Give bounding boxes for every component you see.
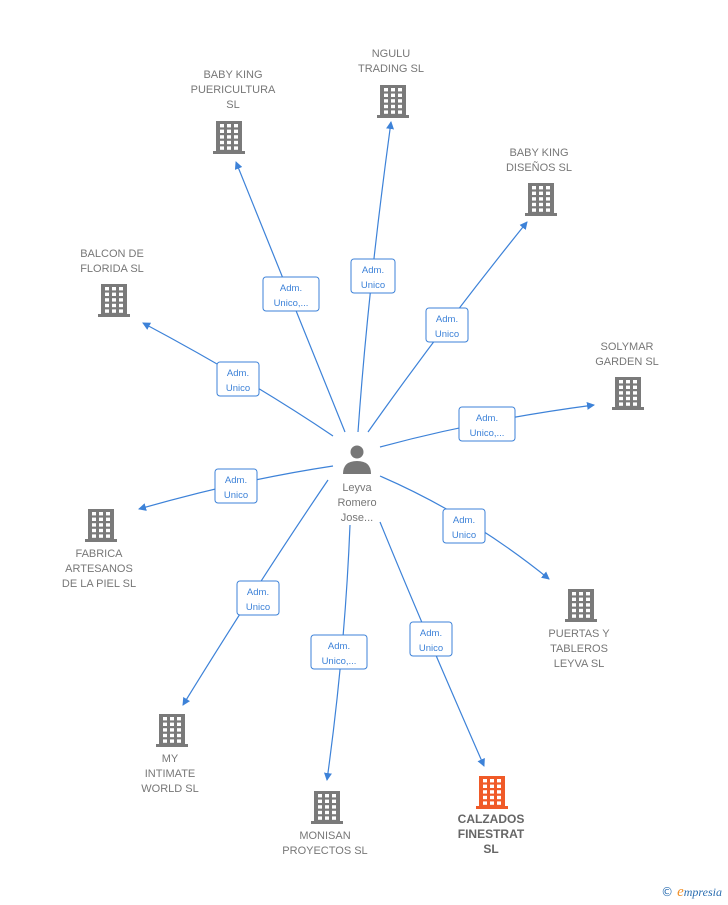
node-monisan-proyectos[interactable]: MONISAN PROYECTOS SL bbox=[282, 791, 368, 857]
node-label: PUERTAS Y bbox=[548, 628, 610, 640]
edge-label-text: Unico bbox=[419, 643, 443, 654]
edge-label-monisan-proyectos[interactable]: Adm. Unico,... bbox=[310, 634, 368, 670]
node-label: SL bbox=[483, 842, 498, 856]
node-label: NGULU bbox=[372, 48, 411, 60]
center-person-name: Romero bbox=[337, 497, 376, 509]
edge-label-my-intimate-world[interactable]: Adm. Unico bbox=[236, 580, 280, 616]
node-label: SL bbox=[226, 99, 239, 111]
node-label: FLORIDA SL bbox=[80, 263, 144, 275]
building-icon[interactable] bbox=[85, 509, 117, 542]
edge-label-text: Adm. bbox=[436, 314, 458, 325]
edge-label-text: Adm. bbox=[453, 515, 475, 526]
edge-label-text: Unico,... bbox=[322, 656, 357, 667]
node-label: DISEÑOS SL bbox=[506, 161, 572, 174]
edge-label-text: Adm. bbox=[280, 283, 302, 294]
building-icon[interactable] bbox=[98, 284, 130, 317]
edge-label-text: Unico bbox=[361, 280, 385, 291]
node-label: LEYVA SL bbox=[554, 658, 605, 670]
edge-label-text: Unico,... bbox=[274, 298, 309, 309]
node-label: BABY KING bbox=[509, 147, 568, 159]
edge-label-text: Adm. bbox=[362, 265, 384, 276]
edge-label-text: Adm. bbox=[247, 587, 269, 598]
building-icon[interactable] bbox=[377, 85, 409, 118]
node-label: TABLEROS bbox=[550, 643, 608, 655]
node-ngulu-trading[interactable]: NGULU TRADING SL bbox=[358, 48, 424, 118]
edge-label-fabrica-artesanos[interactable]: Adm. Unico bbox=[214, 468, 258, 504]
node-baby-king-disenos[interactable]: BABY KING DISEÑOS SL bbox=[506, 147, 572, 216]
edge-label-text: Adm. bbox=[225, 475, 247, 486]
edge-label-text: Unico bbox=[435, 329, 459, 340]
edge-label-text: Adm. bbox=[420, 628, 442, 639]
edge-label-text: Unico bbox=[452, 530, 476, 541]
node-label: TRADING SL bbox=[358, 63, 424, 75]
node-label: SOLYMAR bbox=[601, 341, 654, 353]
edge-label-text: Unico bbox=[226, 383, 250, 394]
node-label: BALCON DE bbox=[80, 248, 144, 260]
center-person-name: Jose... bbox=[341, 512, 373, 524]
building-icon[interactable] bbox=[525, 183, 557, 216]
building-icon[interactable] bbox=[213, 121, 245, 154]
building-icon[interactable] bbox=[156, 714, 188, 747]
node-balcon-de-florida[interactable]: BALCON DE FLORIDA SL bbox=[80, 248, 144, 317]
node-puertas-y-tableros[interactable]: PUERTAS Y TABLEROS LEYVA SL bbox=[548, 589, 610, 670]
building-icon[interactable] bbox=[612, 377, 644, 410]
edge-label-baby-king-disenos[interactable]: Adm. Unico bbox=[425, 307, 469, 343]
node-label: GARDEN SL bbox=[595, 356, 659, 368]
edge-label-text: Unico,... bbox=[470, 428, 505, 439]
edge-label-calzados-finestrat[interactable]: Adm. Unico bbox=[409, 621, 453, 657]
center-person-name: Leyva bbox=[342, 482, 372, 494]
brand-name: mpresia bbox=[683, 885, 722, 899]
copyright-symbol: © bbox=[661, 885, 674, 899]
node-label: WORLD SL bbox=[141, 783, 198, 795]
building-icon[interactable] bbox=[476, 776, 508, 809]
building-icon[interactable] bbox=[565, 589, 597, 622]
node-baby-king-puericultura[interactable]: BABY KING PUERICULTURA SL bbox=[191, 69, 276, 154]
edge-label-text: Adm. bbox=[476, 413, 498, 424]
node-label: MONISAN bbox=[299, 830, 350, 842]
edge-label-text: Adm. bbox=[328, 641, 350, 652]
brand-logo: ©empresia bbox=[661, 884, 722, 901]
node-solymar-garden[interactable]: SOLYMAR GARDEN SL bbox=[595, 341, 659, 410]
edge-label-text: Unico bbox=[224, 490, 248, 501]
edge-label-ngulu-trading[interactable]: Adm. Unico bbox=[350, 258, 396, 294]
node-label: ARTESANOS bbox=[65, 563, 133, 575]
node-label: FABRICA bbox=[75, 548, 123, 560]
edge-label-text: Adm. bbox=[227, 368, 249, 379]
center-person-node[interactable]: LeyvaRomeroJose... bbox=[337, 445, 377, 525]
edge-label-balcon-de-florida[interactable]: Adm. Unico bbox=[216, 361, 260, 397]
node-label: INTIMATE bbox=[145, 768, 196, 780]
node-label: PROYECTOS SL bbox=[282, 845, 367, 857]
edge-label-baby-king-puericultura[interactable]: Adm. Unico,... bbox=[262, 276, 320, 312]
edge-label-text: Unico bbox=[246, 602, 270, 613]
building-icon[interactable] bbox=[311, 791, 343, 824]
node-fabrica-artesanos[interactable]: FABRICA ARTESANOS DE LA PIEL SL bbox=[62, 509, 136, 590]
brand-initial: e bbox=[677, 884, 684, 900]
node-label: CALZADOS bbox=[458, 812, 525, 826]
edge-label-solymar-garden[interactable]: Adm. Unico,... bbox=[458, 406, 516, 442]
node-label: FINESTRAT bbox=[458, 827, 525, 841]
person-icon bbox=[343, 445, 371, 474]
node-label: DE LA PIEL SL bbox=[62, 578, 136, 590]
edge-label-puertas-y-tableros[interactable]: Adm. Unico bbox=[442, 508, 486, 544]
node-label: BABY KING bbox=[203, 69, 262, 81]
node-label: PUERICULTURA bbox=[191, 84, 276, 96]
node-label: MY bbox=[162, 753, 179, 765]
node-my-intimate-world[interactable]: MY INTIMATE WORLD SL bbox=[141, 714, 199, 795]
